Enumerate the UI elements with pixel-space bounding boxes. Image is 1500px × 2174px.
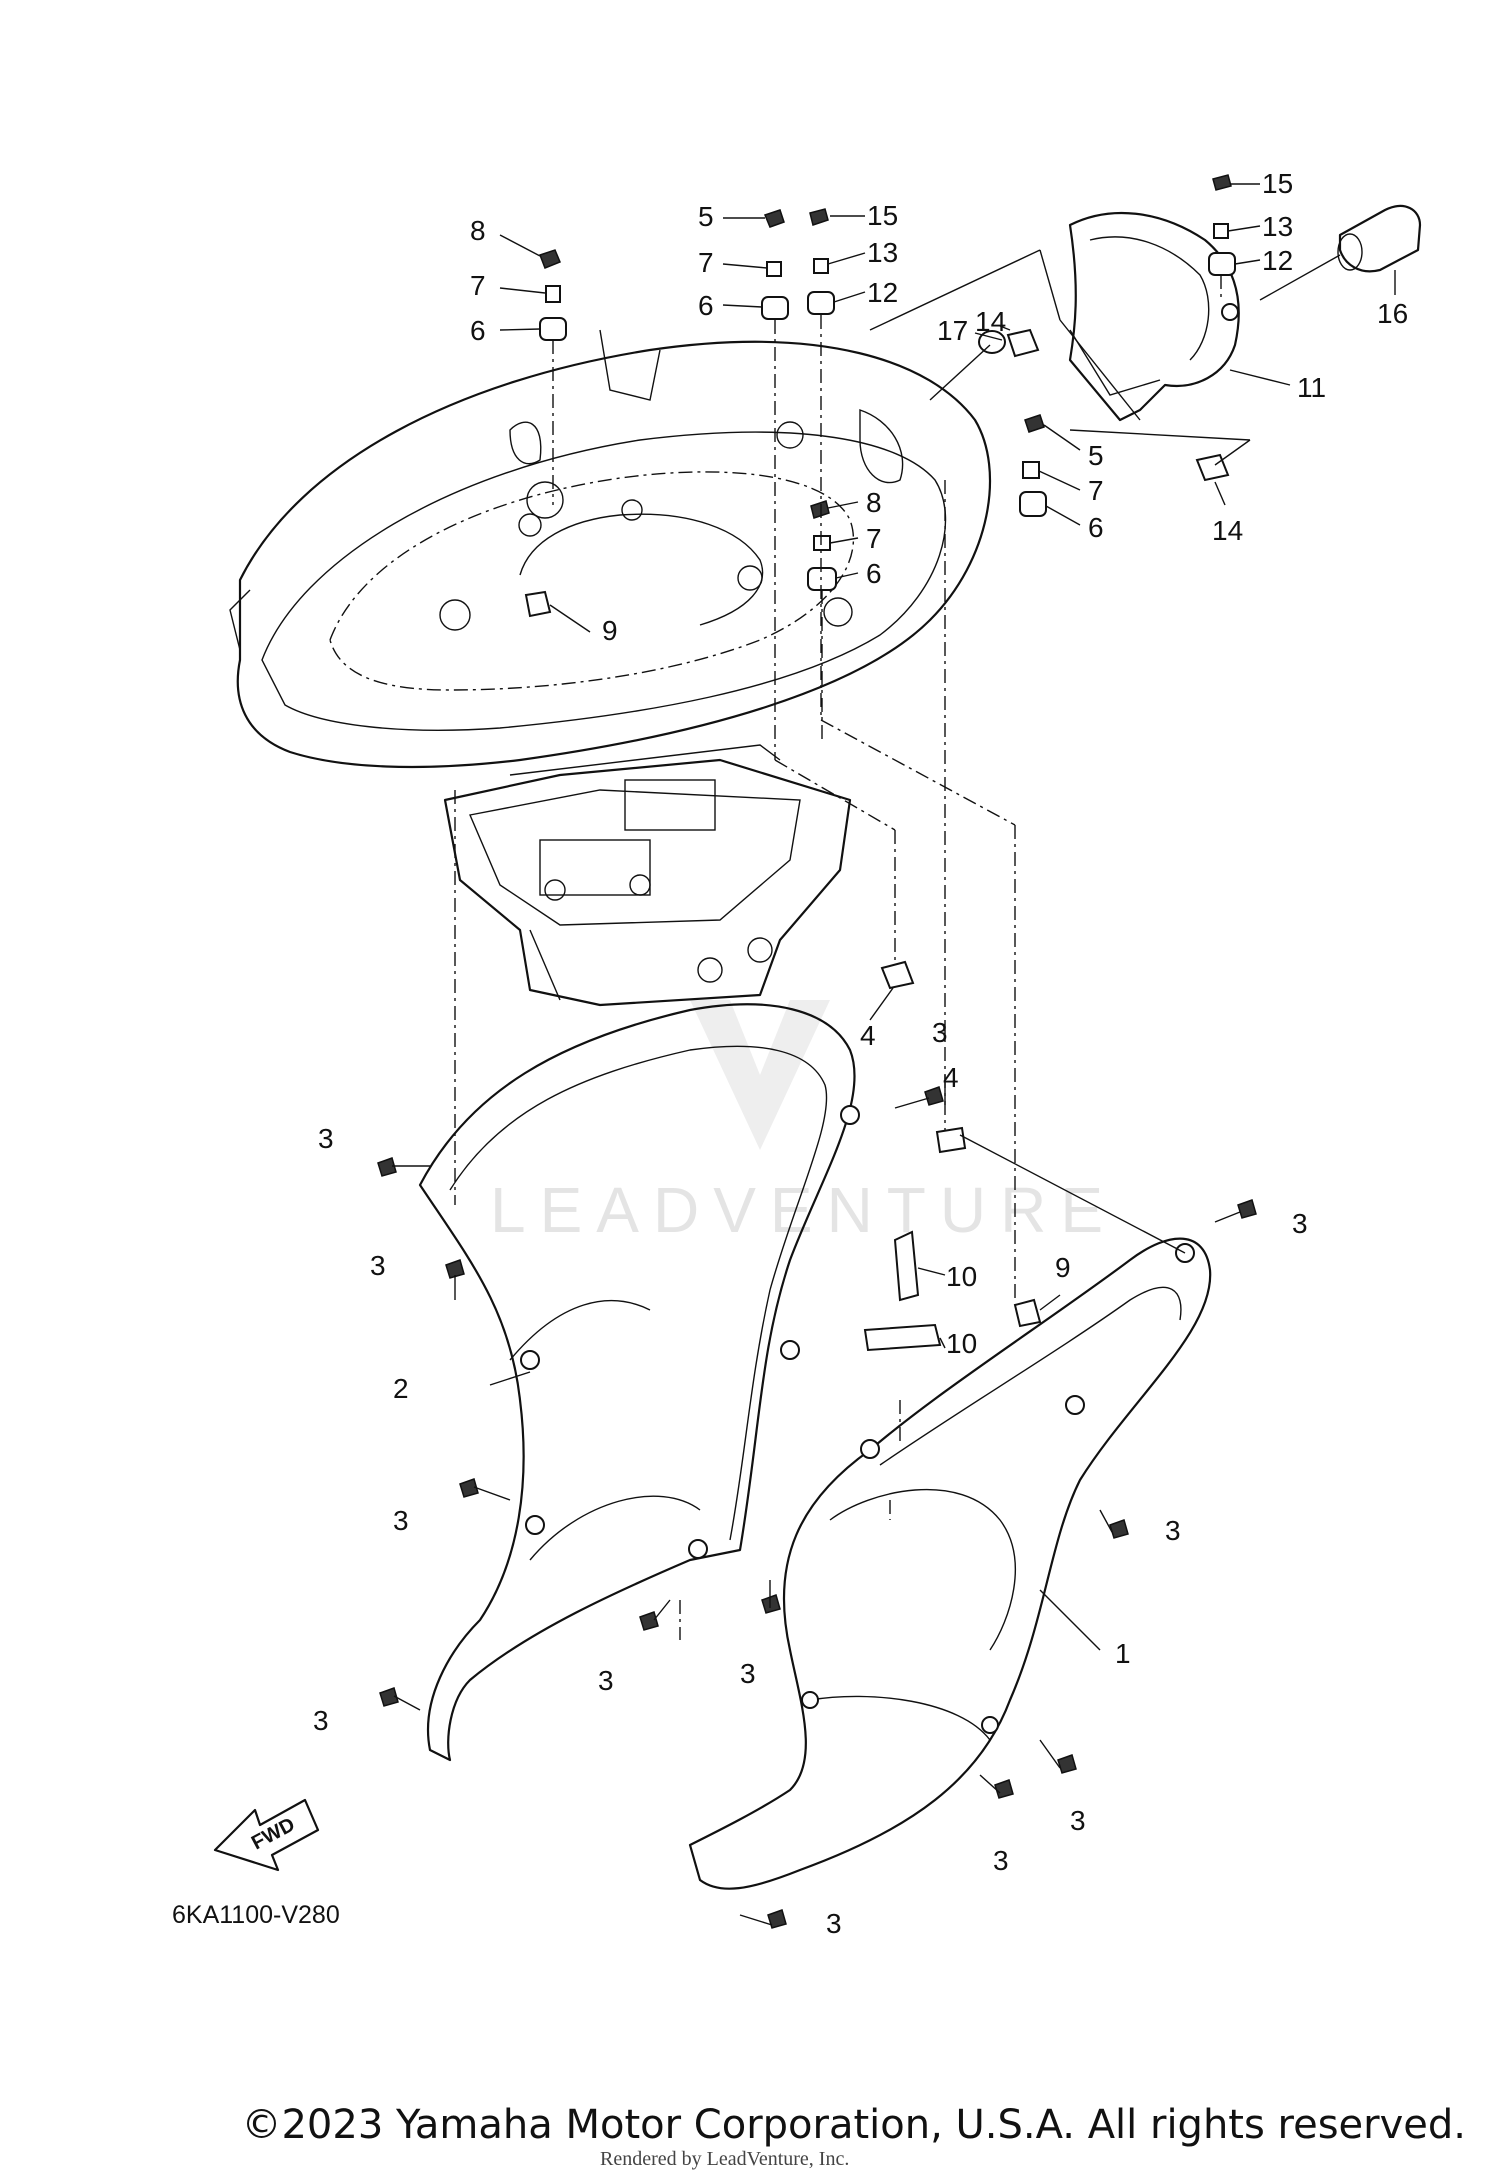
clip-nuts <box>880 328 1230 1154</box>
grommet <box>1337 204 1422 273</box>
callout-3: 3 <box>826 1908 842 1939</box>
callout-9: 9 <box>602 615 618 646</box>
callout-7: 7 <box>1088 475 1104 506</box>
callout-6: 6 <box>1088 512 1104 543</box>
bolts <box>377 1086 1257 1929</box>
callout-3: 3 <box>932 1017 948 1048</box>
callout-16: 16 <box>1377 298 1408 329</box>
callout-17: 17 <box>937 315 968 346</box>
figure-code: 6KA1100-V280 <box>172 1901 340 1929</box>
callout-13: 13 <box>1262 211 1293 242</box>
callout-12: 12 <box>1262 245 1293 276</box>
bottom-cowling-tray <box>229 329 992 776</box>
callout-3: 3 <box>740 1658 756 1689</box>
callout-5: 5 <box>1088 440 1104 471</box>
callout-6: 6 <box>866 558 882 589</box>
callout-7: 7 <box>698 247 714 278</box>
callout-5: 5 <box>698 201 714 232</box>
rear-bracket <box>1068 211 1240 422</box>
callout-4: 4 <box>860 1020 876 1051</box>
rendered-by-notice: Rendered by LeadVenture, Inc. <box>600 2148 850 2170</box>
callout-3: 3 <box>1292 1208 1308 1239</box>
callout-14: 14 <box>975 306 1006 337</box>
callout-3: 3 <box>318 1123 334 1154</box>
callout-13: 13 <box>867 237 898 268</box>
callout-3: 3 <box>598 1665 614 1696</box>
callout-8: 8 <box>866 487 882 518</box>
callout-9: 9 <box>1055 1252 1071 1283</box>
callout-3: 3 <box>993 1845 1009 1876</box>
callout-6: 6 <box>470 315 486 346</box>
watermark-text: LEADVENTURE <box>490 1174 1117 1246</box>
copyright-notice: ©2023 Yamaha Motor Corporation, U.S.A. A… <box>241 2102 1466 2148</box>
callout-11: 11 <box>1297 372 1326 403</box>
callout-1: 1 <box>1115 1638 1131 1669</box>
hardware-stacks <box>524 174 1236 1328</box>
callout-10: 10 <box>946 1261 977 1292</box>
bottom-cowling-left <box>418 1003 860 1762</box>
callout-10: 10 <box>946 1328 977 1359</box>
leader-lines <box>489 183 1396 1651</box>
callout-7: 7 <box>470 270 486 301</box>
callout-12: 12 <box>867 277 898 308</box>
callout-15: 15 <box>1262 168 1293 199</box>
callout-3: 3 <box>1165 1515 1181 1546</box>
fwd-label: FWD <box>248 1814 299 1855</box>
callouts: 8 7 6 5 7 6 15 13 12 15 13 12 16 14 17 1… <box>313 168 1408 1939</box>
callout-3: 3 <box>370 1250 386 1281</box>
assembly-lines <box>454 249 1341 1640</box>
callout-3: 3 <box>1070 1805 1086 1836</box>
rubber-strips <box>863 1230 942 1352</box>
callout-8: 8 <box>470 215 486 246</box>
fwd-arrow: FWD <box>213 1798 320 1872</box>
callout-7: 7 <box>866 523 882 554</box>
callout-3: 3 <box>393 1505 409 1536</box>
callout-2: 2 <box>393 1373 409 1404</box>
watermark: LEADVENTURE <box>490 1000 1117 1246</box>
callout-6: 6 <box>698 290 714 321</box>
support-block <box>443 758 852 1007</box>
callout-4: 4 <box>943 1062 959 1093</box>
callout-3: 3 <box>313 1705 329 1736</box>
callout-14: 14 <box>1212 515 1243 546</box>
callout-15: 15 <box>867 200 898 231</box>
